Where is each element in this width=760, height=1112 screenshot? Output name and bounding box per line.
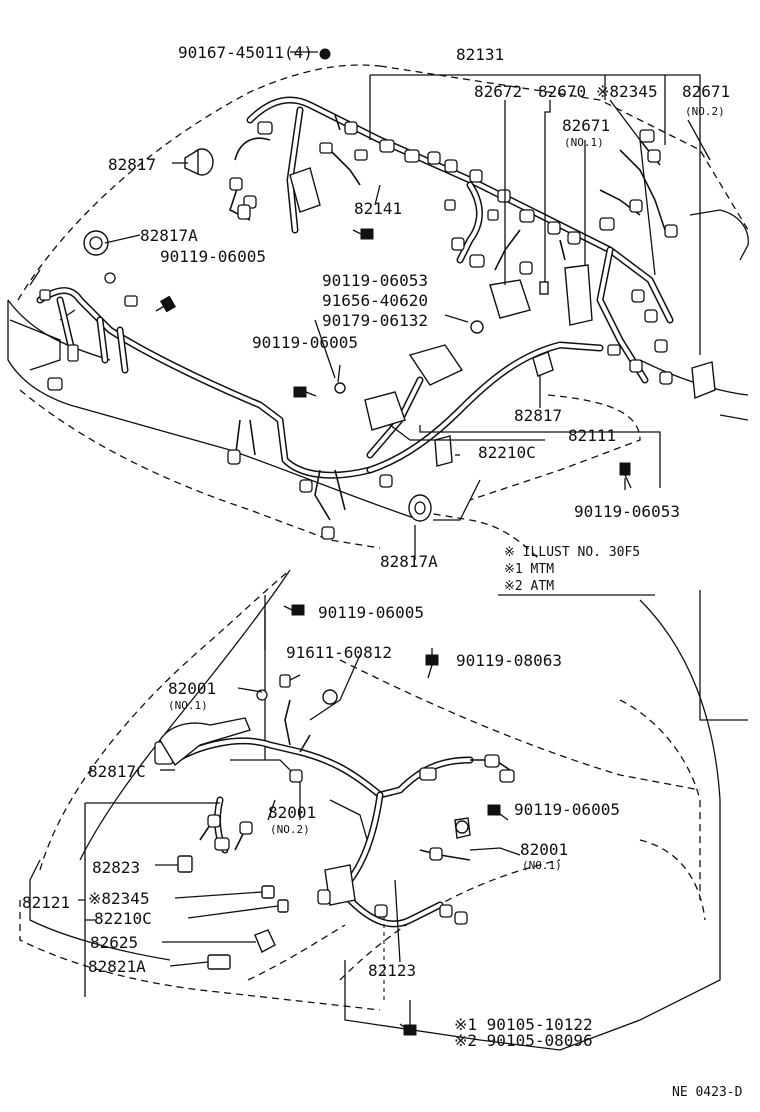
ground-82671-no2 <box>691 361 716 399</box>
bolt-icon <box>293 386 317 398</box>
nut-91611-60812 <box>322 689 338 705</box>
fuse-82345-top <box>539 281 549 295</box>
label-91611-60812: 91611-60812 <box>286 643 392 662</box>
label-82001-a-tag: (NO.1) <box>168 699 208 712</box>
plug-82210C-top <box>434 435 453 467</box>
label-82001-c-tag: (NO.1) <box>522 859 562 872</box>
label-82210C-top: 82210C <box>478 443 536 462</box>
fuse-box <box>408 344 464 386</box>
top-bolts <box>155 48 632 489</box>
legend-line-1: ※ ILLUST NO. 30F5 <box>504 545 640 560</box>
plug-82210C-bottom <box>277 899 289 913</box>
bolt-icon <box>399 1023 417 1036</box>
relay-box-82672 <box>489 279 531 319</box>
fuse-82345-bottom <box>261 885 275 899</box>
label-90119-06005-a: 90119-06005 <box>160 247 266 266</box>
bolt-icon <box>425 654 439 679</box>
bottom-leader-lines <box>78 610 521 1030</box>
relay-82625 <box>254 929 276 953</box>
label-82121: 82121 <box>22 893 70 912</box>
label-82817A-top: 82817A <box>140 226 198 245</box>
label-91656-40620: 91656-40620 <box>322 291 428 310</box>
label-82141: 82141 <box>354 199 402 218</box>
relay-82823 <box>177 855 193 873</box>
label-90119-06053-a: 90119-06053 <box>322 271 428 290</box>
bolt-icon <box>283 604 305 616</box>
label-90119-08063: 90119-08063 <box>456 651 562 670</box>
top-leader-lines <box>104 51 711 596</box>
label-82131: 82131 <box>456 45 504 64</box>
figure-code: NE 0423-D <box>672 1085 743 1100</box>
bolt-icon <box>487 804 509 821</box>
relay-82821A <box>207 954 231 970</box>
bracket-82141 <box>289 167 321 213</box>
label-82817C: 82817C <box>88 762 146 781</box>
label-82817A-bottom: 82817A <box>380 552 438 571</box>
junction-block <box>364 391 406 431</box>
label-82210C-bottom: 82210C <box>94 909 152 928</box>
front-harness-82111 <box>36 272 604 540</box>
label-90105-10122: ※1 90105-10122 <box>454 1015 593 1034</box>
legend-line-3: ※2 ATM <box>504 579 554 594</box>
grommet-82817A-top <box>83 230 109 256</box>
bracket-82001-no1 <box>159 717 251 767</box>
label-82671-no2-tag: (NO.2) <box>685 105 725 118</box>
label-90119-06005-b: 90119-06005 <box>252 333 358 352</box>
label-82001-b-tag: (NO.2) <box>270 823 310 836</box>
label-82823: 82823 <box>92 858 140 877</box>
label-82001-c: 82001 <box>520 840 568 859</box>
label-82625: 82625 <box>90 933 138 952</box>
label-82345-top: ※82345 <box>596 82 658 101</box>
label-82670: 82670 <box>538 82 586 101</box>
label-82001-a: 82001 <box>168 679 216 698</box>
label-82671-no2: 82671 <box>682 82 730 101</box>
label-90105-08096: ※2 90105-08096 <box>454 1031 593 1050</box>
label-82821A: 82821A <box>88 957 146 976</box>
label-82817-top: 82817 <box>108 155 156 174</box>
top-grommets <box>83 148 554 522</box>
top-vehicle-outline <box>7 64 749 561</box>
label-82111: 82111 <box>568 426 616 445</box>
label-90119-06005-c: 90119-06005 <box>318 603 424 622</box>
bolt-icon <box>619 462 632 489</box>
label-82123: 82123 <box>368 961 416 980</box>
label-90119-06053-b: 90119-06053 <box>574 502 680 521</box>
grommet-82817A-bottom <box>408 494 432 522</box>
module-82671 <box>564 264 593 326</box>
label-82671-no1-tag: (NO.1) <box>564 136 604 149</box>
clip-90179-06132 <box>334 382 346 394</box>
nut-91656-40620 <box>470 320 484 334</box>
label-82671-no1: 82671 <box>562 116 610 135</box>
cowl-harness-82121 <box>154 674 515 970</box>
engine-harness-82131 <box>229 96 678 459</box>
top-components <box>289 167 716 431</box>
label-90167-45011: 90167-45011(4) <box>178 43 313 62</box>
part-labels: 90167-45011(4) 82131 82672 82670 ※82345 … <box>22 43 730 1050</box>
bolt-icon <box>319 48 331 60</box>
label-90179-06132: 90179-06132 <box>322 311 428 330</box>
label-82817-mid: 82817 <box>514 406 562 425</box>
legend: ※ ILLUST NO. 30F5 ※1 MTM ※2 ATM <box>504 545 640 594</box>
label-82345-bottom: ※82345 <box>88 889 150 908</box>
bolt-icon <box>155 295 177 313</box>
clip-82817-mid <box>532 351 554 377</box>
label-90119-06005-d: 90119-06005 <box>514 800 620 819</box>
bolt-icon <box>352 228 374 240</box>
legend-line-2: ※1 MTM <box>504 562 554 577</box>
label-82672: 82672 <box>474 82 522 101</box>
label-82001-b: 82001 <box>268 803 316 822</box>
